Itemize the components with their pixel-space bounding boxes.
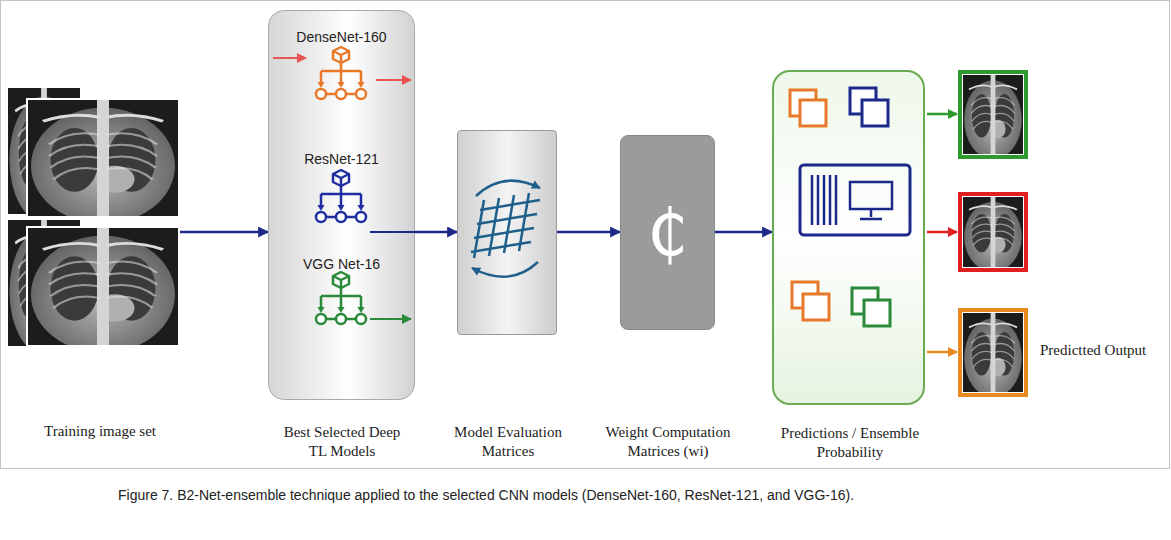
model-panel: DenseNet-160ResNet-121VGG Net-16Best Sel… bbox=[268, 10, 415, 400]
step-label: Training image set bbox=[15, 422, 185, 441]
model-input-arrow bbox=[273, 57, 306, 59]
model-output-arrow bbox=[376, 79, 411, 81]
evaluation-grid-icon bbox=[471, 181, 540, 277]
frame-border bbox=[1, 1, 1170, 469]
prediction-box: Predictions / Ensemble Probability bbox=[772, 70, 925, 405]
model-name: VGG Net-16 bbox=[303, 256, 380, 273]
output-label: Predictted Output bbox=[1040, 342, 1146, 359]
densenet-icon bbox=[316, 47, 366, 99]
model-name: DenseNet-160 bbox=[296, 29, 386, 46]
resnet-icon bbox=[316, 170, 366, 222]
image-stack: Training image set bbox=[8, 88, 180, 346]
model-output-arrow bbox=[370, 318, 411, 320]
flow-arrow bbox=[415, 231, 457, 234]
model-output-arrow bbox=[370, 231, 415, 233]
step-label: Model Evaluation Matrices bbox=[446, 423, 571, 461]
step-label: Predictions / Ensemble Probability bbox=[775, 424, 925, 462]
step-label: Best Selected Deep TL Models bbox=[275, 423, 410, 461]
figure-caption: Figure 7. B2-Net-ensemble technique appl… bbox=[118, 487, 1158, 503]
evaluation-box: Model Evaluation Matrices bbox=[457, 130, 557, 335]
prediction-icons bbox=[790, 88, 910, 326]
flow-arrow bbox=[557, 231, 620, 234]
flow-arrow bbox=[715, 231, 772, 234]
flow-arrow bbox=[180, 231, 268, 234]
model-icons bbox=[273, 47, 415, 324]
model-name: ResNet-121 bbox=[304, 151, 379, 168]
output-arrows bbox=[927, 114, 957, 352]
output-xrays bbox=[960, 72, 1026, 397]
step-label: Weight Computation Matrices (wi) bbox=[601, 423, 736, 461]
vgg-icon bbox=[316, 272, 366, 324]
weight-box: ₵Weight Computation Matrices (wi) bbox=[620, 135, 715, 330]
currency-symbol: ₵ bbox=[621, 136, 714, 329]
training-xray-stack bbox=[8, 88, 180, 354]
